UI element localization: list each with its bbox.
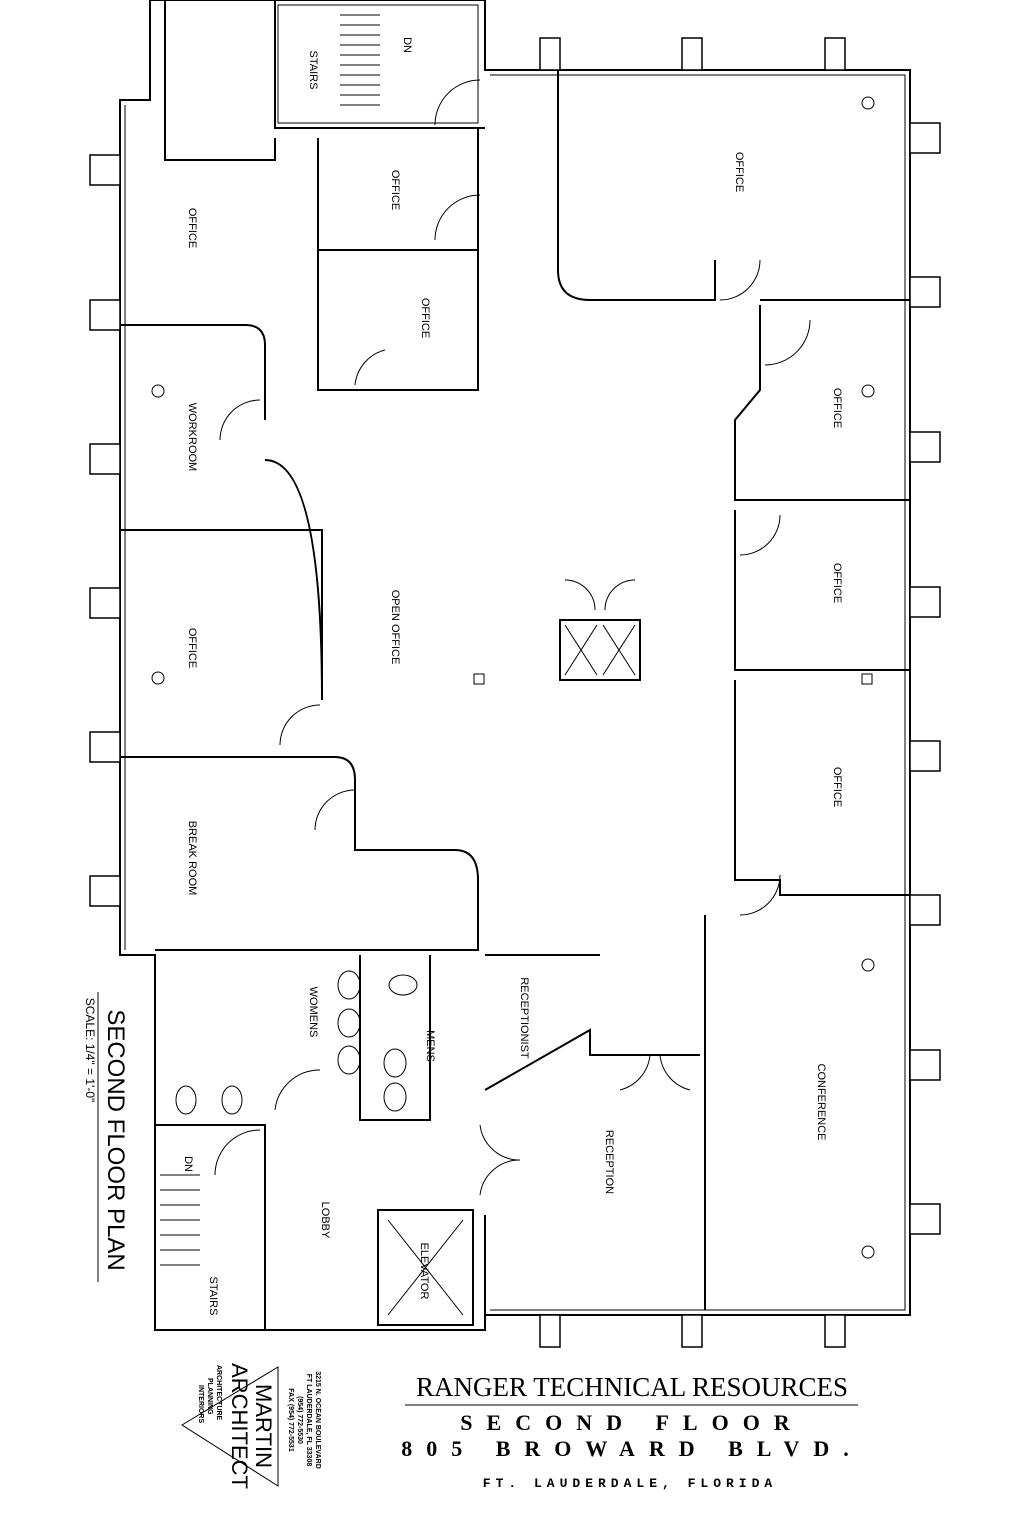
- architect-service: INTERIORS: [197, 1385, 204, 1423]
- label-stairs-bottom: STAIRS: [207, 1277, 219, 1316]
- label-office: OFFICE: [186, 628, 198, 668]
- label-office: OFFICE: [186, 208, 198, 248]
- label-conference: CONFERENCE: [815, 1063, 827, 1140]
- architect-address-line: FT LAUDERDALE, FL 33308: [305, 1374, 312, 1467]
- label-workroom: WORKROOM: [186, 403, 198, 471]
- label-womens: WOMENS: [307, 987, 319, 1038]
- label-mens: MENS: [424, 1030, 436, 1062]
- label-office: OFFICE: [831, 388, 843, 428]
- address: 805 BROWARD BLVD.: [401, 1436, 863, 1461]
- architect-logo: MARTIN ARCHITECT 3215 N. OCEAN BOULEVARD…: [181, 1363, 321, 1489]
- label-dn-top: DN: [401, 37, 413, 53]
- title-block: RANGER TECHNICAL RESOURCES SECOND FLOOR …: [401, 1372, 863, 1491]
- client-name: RANGER TECHNICAL RESOURCES: [416, 1372, 848, 1402]
- label-office: OFFICE: [733, 152, 745, 192]
- label-lobby: LOBBY: [319, 1202, 331, 1239]
- label-office: OFFICE: [831, 767, 843, 807]
- architect-service: ARCHITECTURE: [215, 1365, 222, 1421]
- architect-address-line: (954) 772-5530: [296, 1396, 303, 1444]
- label-office: OFFICE: [831, 563, 843, 603]
- architect-role: ARCHITECT: [227, 1363, 252, 1489]
- city: FT. LAUDERDALE, FLORIDA: [483, 1476, 777, 1491]
- architect-service: PLANNING: [206, 1378, 213, 1415]
- label-stairs-top: STAIRS: [307, 51, 319, 90]
- label-office: OFFICE: [389, 170, 401, 210]
- label-reception: RECEPTION: [603, 1130, 615, 1194]
- label-open-office: OPEN OFFICE: [389, 590, 401, 665]
- architect-address-line: 3215 N. OCEAN BOULEVARD: [314, 1371, 321, 1469]
- architect-name: MARTIN: [251, 1384, 276, 1468]
- plan-scale: SCALE: 1/4" = 1'-0": [83, 998, 97, 1103]
- floor-name: SECOND FLOOR: [460, 1410, 803, 1435]
- plan-title: SECOND FLOOR PLAN: [102, 1009, 129, 1270]
- label-receptionist: RECEPTIONIST: [518, 977, 530, 1059]
- label-dn-bottom: DN: [182, 1156, 194, 1172]
- label-break-room: BREAK ROOM: [186, 821, 198, 896]
- room-labels: STAIRS DN OFFICE OFFICE OFFICE OFFICE WO…: [182, 37, 843, 1315]
- architect-address-line: FAX (954) 772-5531: [287, 1388, 294, 1452]
- label-office: OFFICE: [419, 298, 431, 338]
- label-elevator: ELEVATOR: [418, 1243, 430, 1300]
- walls: [89, 0, 941, 1348]
